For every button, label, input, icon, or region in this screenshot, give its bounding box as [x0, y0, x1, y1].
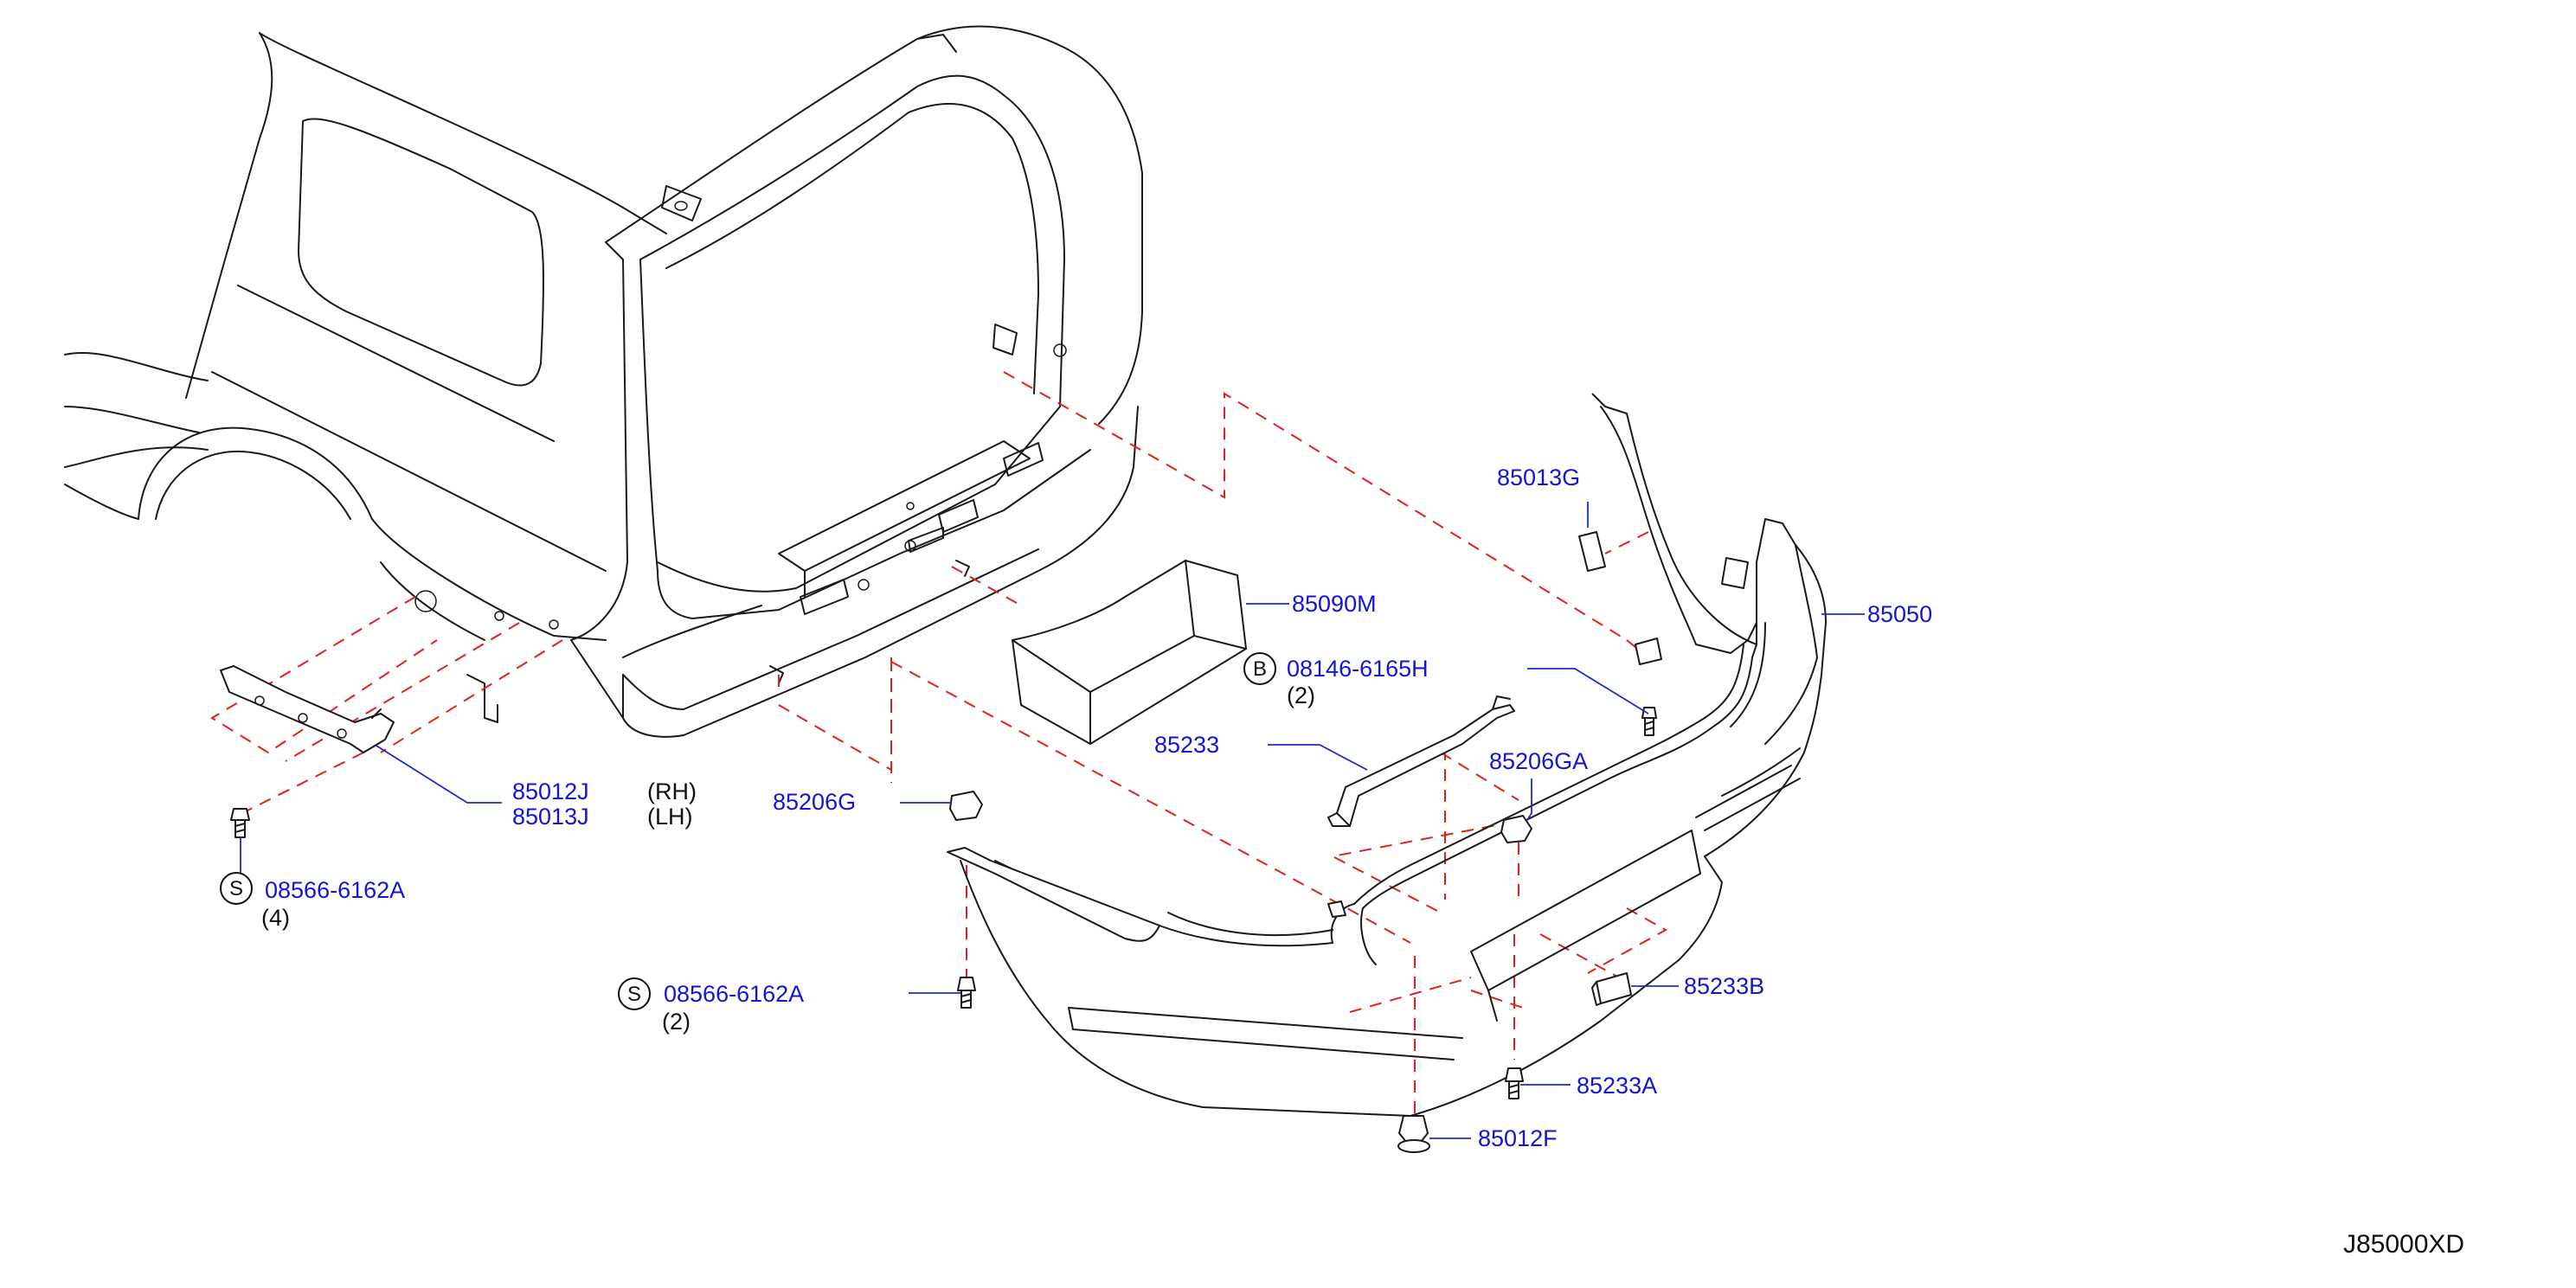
label-08566-6162a-2: 08566-6162A — [664, 981, 805, 1007]
bracket-85233-shape — [1327, 695, 1515, 827]
fasteners — [230, 707, 1657, 1153]
qty-08146-6165h: (2) — [1287, 682, 1315, 708]
label-85013g: 85013G — [1497, 465, 1581, 490]
pad-85090m-shape — [1012, 560, 1247, 745]
qty-08566-6162a-2: (2) — [662, 1009, 691, 1035]
bolt-symbol-b: B — [1243, 652, 1276, 685]
label-85050: 85050 — [1867, 601, 1933, 627]
label-08146-6165h: 08146-6165H — [1287, 656, 1429, 682]
label-85012j: 85012J — [512, 779, 589, 804]
label-lh: (LH) — [647, 804, 693, 830]
side-bracket-85012j-shape — [220, 665, 395, 753]
label-85233: 85233 — [1154, 732, 1220, 758]
assembly-guide-lines — [210, 371, 1668, 1116]
label-85090m: 85090M — [1292, 591, 1377, 617]
label-85012f: 85012F — [1478, 1125, 1558, 1151]
label-85233b: 85233B — [1684, 973, 1765, 999]
screw-symbol-s-2: S — [618, 977, 651, 1010]
qty-08566-6162a-1: (4) — [261, 905, 290, 931]
pad-85013g-shape — [1578, 531, 1606, 572]
bumper-fascia-85050-shape — [947, 393, 1827, 1117]
label-08566-6162a-1: 08566-6162A — [265, 877, 406, 903]
label-85013j: 85013J — [512, 804, 589, 830]
diagram-code: J85000XD — [2343, 1230, 2465, 1259]
label-85206ga: 85206GA — [1489, 748, 1589, 774]
vehicle-body-outline — [64, 25, 1143, 738]
label-rh: (RH) — [647, 779, 697, 804]
leader-lines — [240, 502, 1865, 1139]
screw-symbol-s-1: S — [220, 872, 253, 905]
label-85206g: 85206G — [773, 789, 857, 815]
label-85233a: 85233A — [1577, 1073, 1658, 1099]
